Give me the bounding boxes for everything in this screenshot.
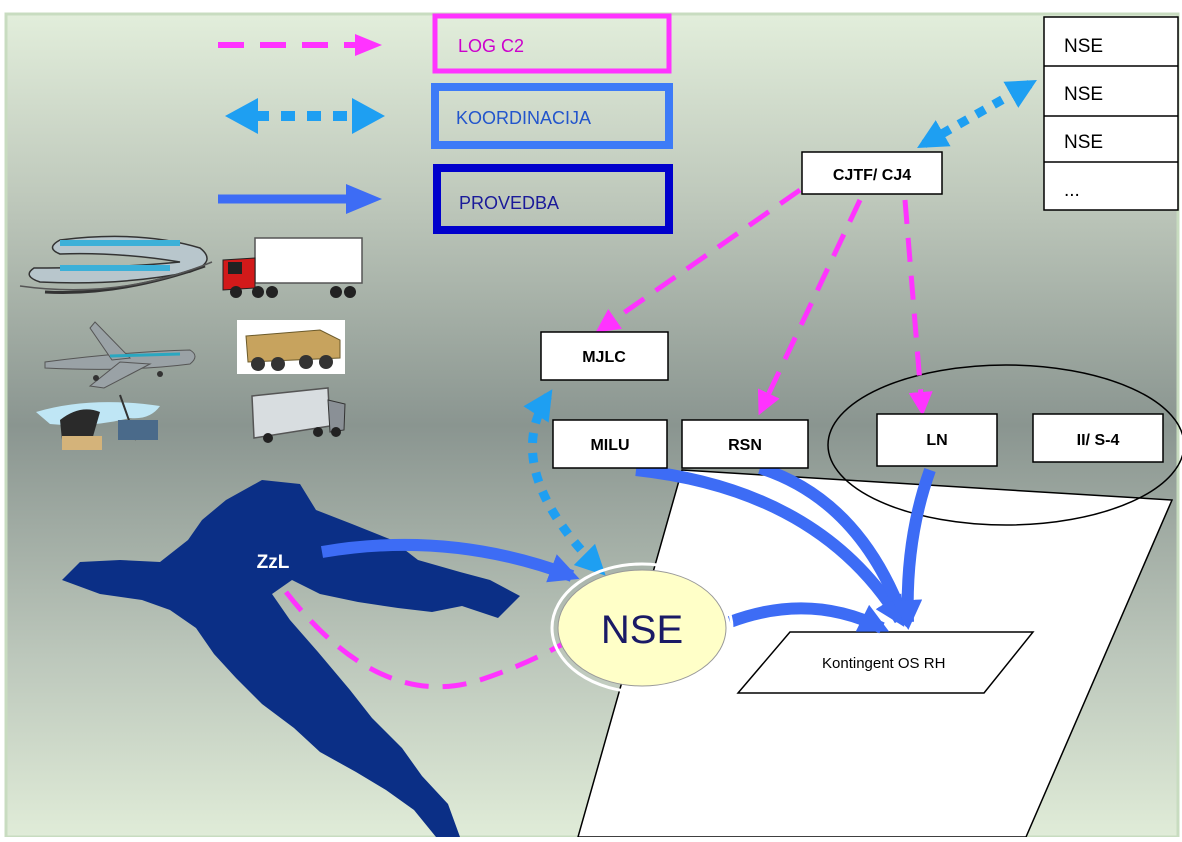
node-ln-label: LN — [926, 432, 947, 449]
node-ii-s4-label: II/ S-4 — [1077, 432, 1120, 449]
legend-koordinacija-arrowhead-right — [352, 98, 385, 134]
legend-provedba-box — [433, 164, 673, 234]
node-mjlc: MJLC — [540, 331, 669, 381]
log-c2-flows — [284, 187, 933, 690]
log-c2-arrow-cjtf-ln — [902, 199, 933, 416]
koordinacija-arrow-cjtf-nse-stack — [917, 80, 1037, 148]
node-nse-center-label: NSE — [601, 608, 683, 652]
legend-log-c2-arrowhead — [355, 34, 382, 56]
military-truck-icon — [237, 320, 345, 374]
provedba-arrow-rsn-kontingent — [758, 462, 911, 628]
airplane-icon — [44, 321, 196, 389]
legend-log-c2-box — [432, 13, 672, 74]
node-ii-s4: II/ S-4 — [1032, 413, 1164, 463]
nse-stack: NSE NSE NSE ... — [1043, 16, 1179, 211]
node-rsn: RSN — [681, 419, 809, 469]
node-ln: LN — [876, 413, 998, 467]
legend-log-c2-label: LOG C2 — [458, 36, 524, 56]
node-cjtf: CJTF/ CJ4 — [801, 151, 943, 195]
legend-koordinacija-box — [431, 83, 673, 149]
nse-stack-item: ... — [1064, 180, 1080, 201]
node-milu-label: MILU — [590, 437, 629, 454]
cargo-truck-icon — [251, 387, 346, 443]
nse-stack-item: NSE — [1064, 36, 1103, 57]
ship-port-icon — [36, 394, 160, 450]
zzl-label: ZzL — [257, 552, 290, 573]
koordinacija-arrow-mjlc-nse — [523, 389, 606, 576]
provedba-arrow-nse-kontingent — [727, 602, 890, 634]
node-milu: MILU — [552, 419, 668, 469]
train-icon — [19, 235, 213, 294]
node-nse-center: NSE — [550, 562, 734, 694]
croatia-map — [62, 480, 520, 837]
legend-koordinacija-arrowhead-left — [225, 98, 258, 134]
nse-stack-frame — [1043, 16, 1179, 211]
legend-koordinacija-label: KOORDINACIJA — [456, 108, 591, 128]
provedba-arrow-ln-kontingent — [892, 467, 936, 630]
provedba-arrow-milu-kontingent — [635, 464, 906, 627]
legend: LOG C2 KOORDINACIJA PROVEDBA — [218, 13, 673, 234]
truck-icon — [222, 237, 363, 298]
kontingent-label: Kontingent OS RH — [822, 655, 945, 672]
log-c2-arrow-cjtf-rsn — [757, 198, 863, 416]
legend-provedba-arrowhead — [346, 184, 382, 214]
grouping-ellipse — [827, 364, 1182, 526]
node-cjtf-label: CJTF/ CJ4 — [833, 167, 911, 184]
nse-stack-item: NSE — [1064, 84, 1103, 105]
legend-provedba-label: PROVEDBA — [459, 193, 559, 213]
kontingent-shape — [736, 631, 1035, 694]
node-mjlc-label: MJLC — [582, 349, 626, 366]
log-c2-arrow-cjtf-mjlc — [595, 187, 802, 333]
log-c2-arrow-zzl-nse — [284, 590, 593, 690]
node-rsn-label: RSN — [728, 437, 762, 454]
nse-stack-item: NSE — [1064, 132, 1103, 153]
koordinacija-flows — [523, 80, 1037, 576]
